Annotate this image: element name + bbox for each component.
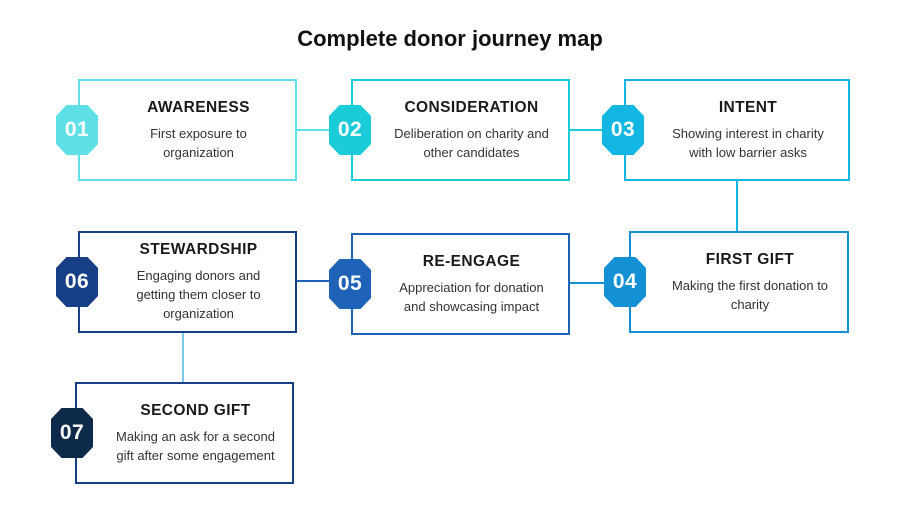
step-number-badge: 03 bbox=[602, 105, 644, 155]
step-heading: AWARENESS bbox=[147, 98, 250, 116]
step-number-badge: 06 bbox=[56, 257, 98, 307]
diagram-title: Complete donor journey map bbox=[297, 26, 603, 51]
step-heading: SECOND GIFT bbox=[140, 401, 251, 419]
step-number-badge: 05 bbox=[329, 259, 371, 309]
step-heading: FIRST GIFT bbox=[705, 250, 795, 268]
step-heading: CONSIDERATION bbox=[404, 98, 539, 116]
step-number-badge: 01 bbox=[56, 105, 98, 155]
step-heading: RE-ENGAGE bbox=[422, 252, 521, 270]
step-heading: INTENT bbox=[718, 98, 778, 116]
step-card-consideration: CONSIDERATION Deliberation on charity an… bbox=[351, 79, 570, 181]
step-heading: STEWARDSHIP bbox=[139, 241, 258, 258]
step-number-badge: 04 bbox=[604, 257, 646, 307]
step-number-badge: 02 bbox=[329, 105, 371, 155]
step-number-badge: 07 bbox=[51, 408, 93, 458]
